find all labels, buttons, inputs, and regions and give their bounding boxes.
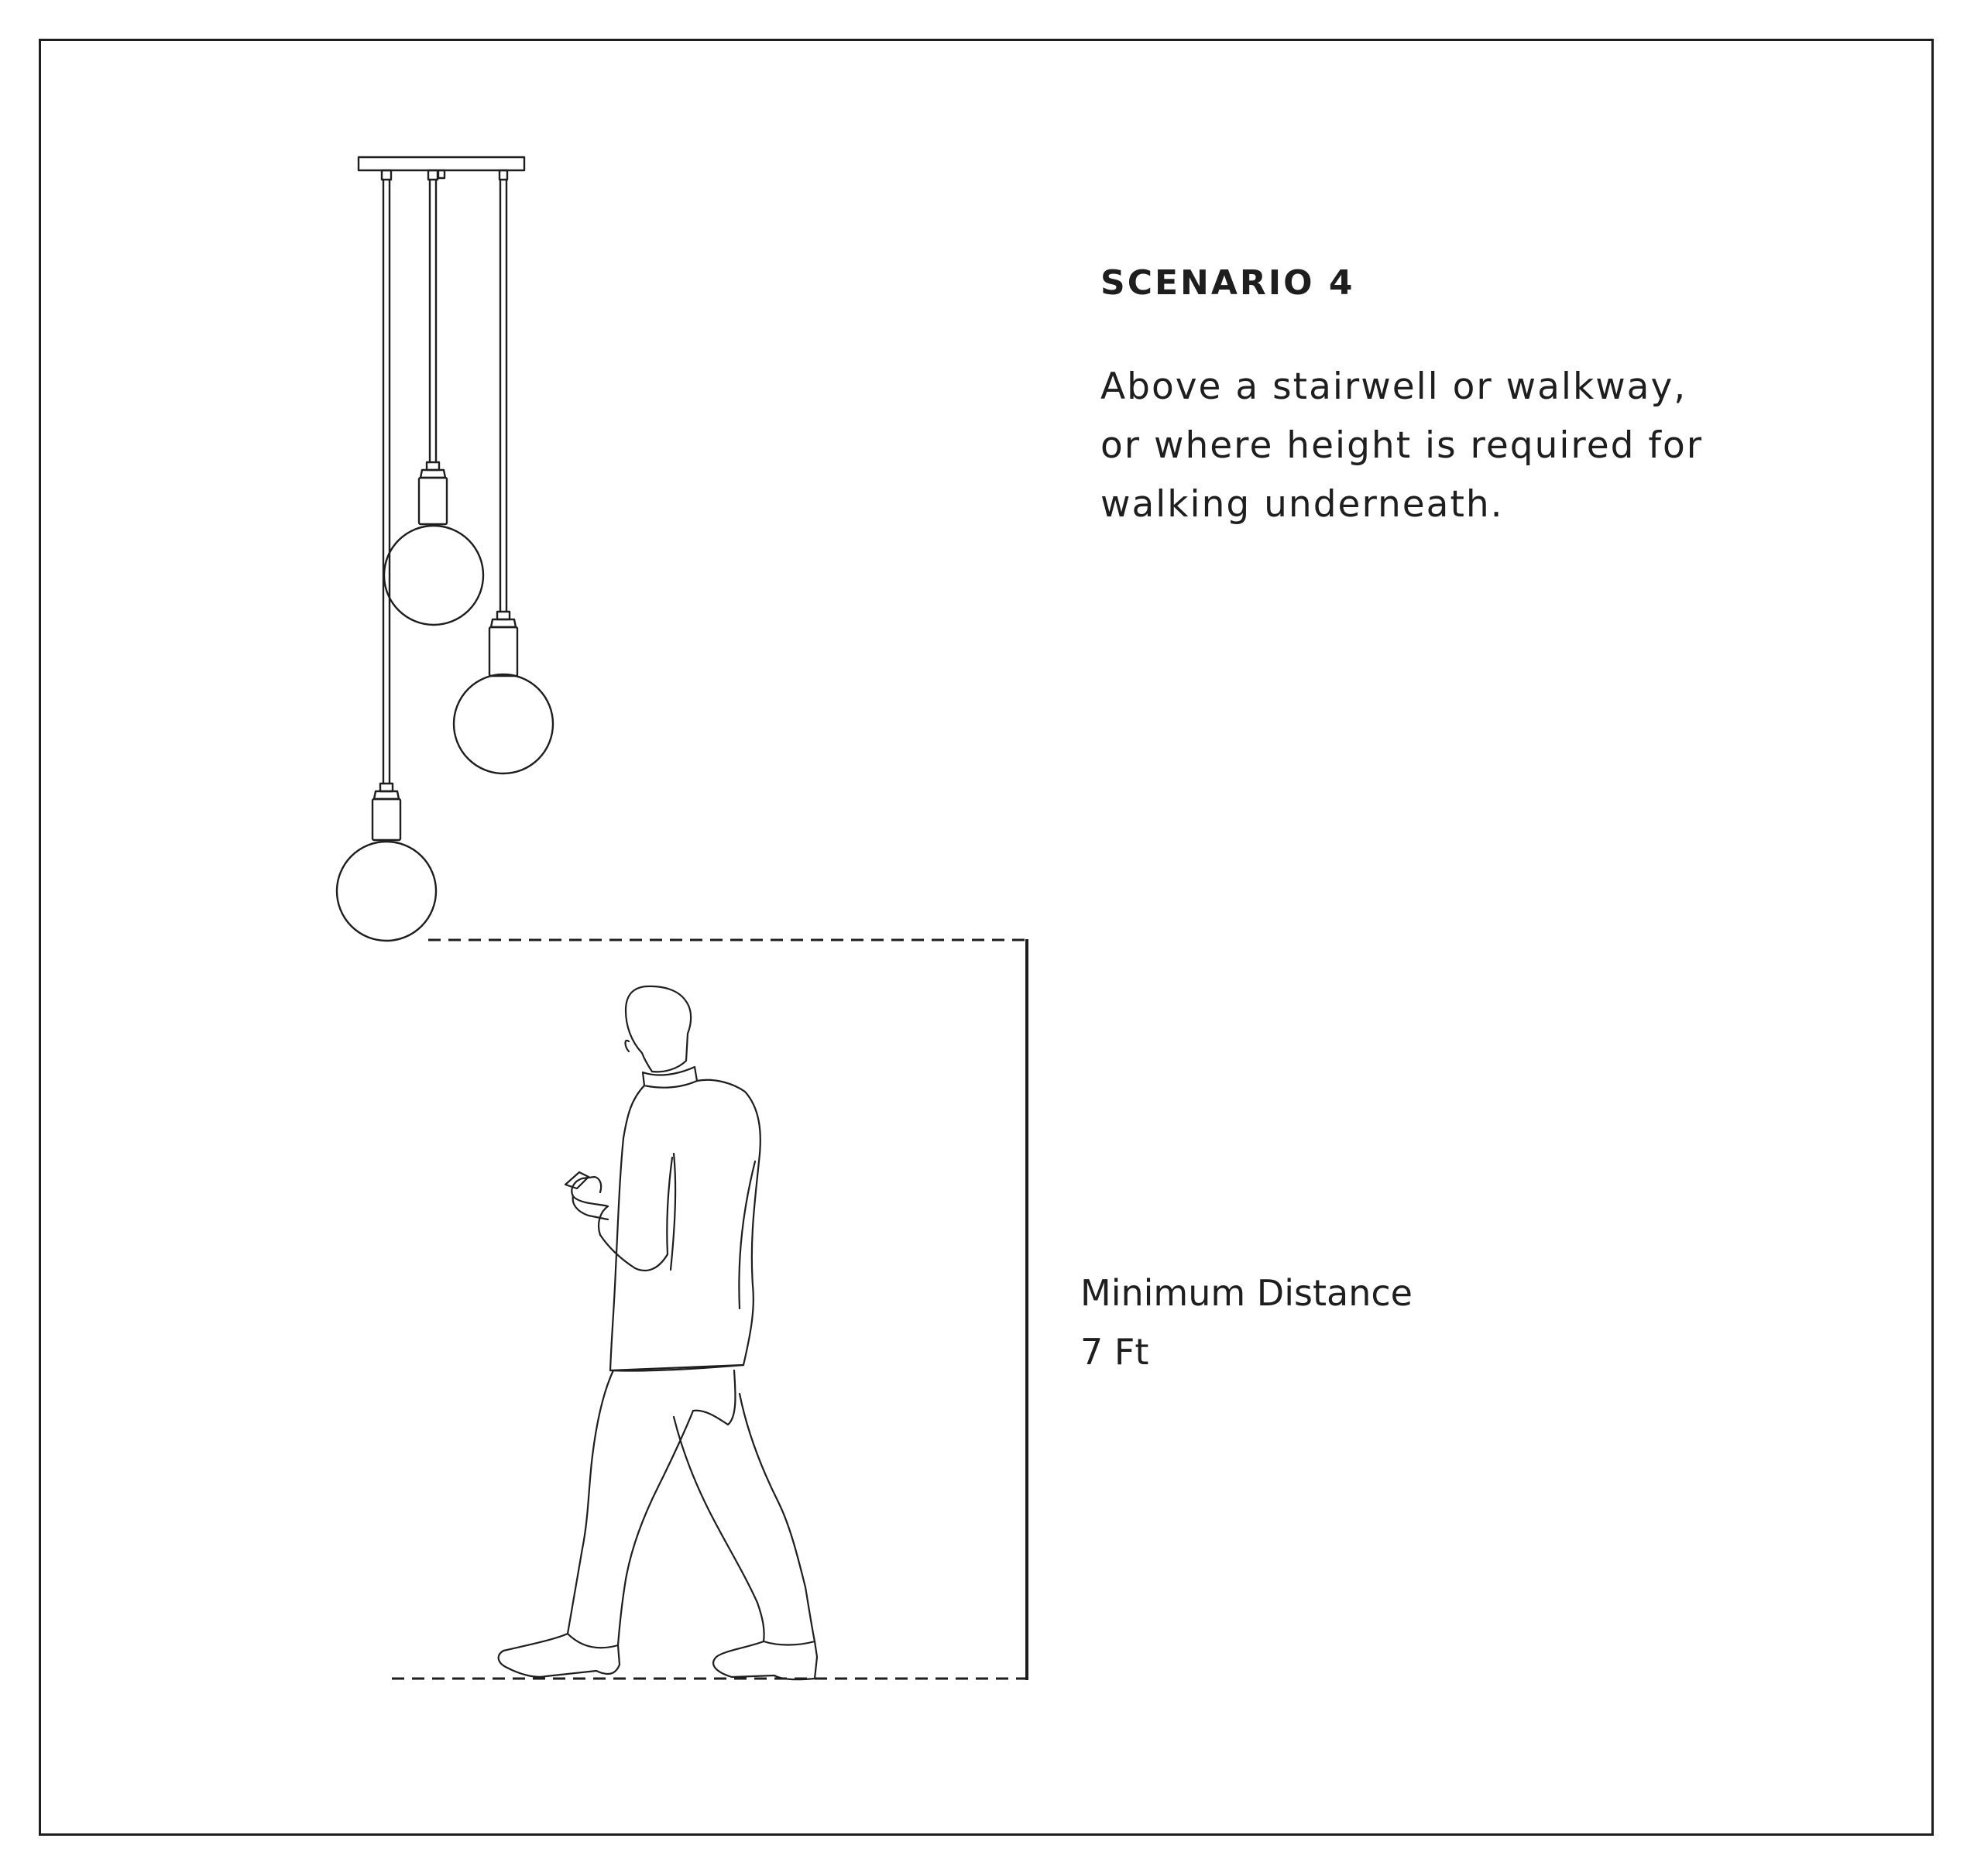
dimension-lines — [392, 938, 1028, 1680]
pendant-cords — [382, 178, 508, 785]
scenario-description: Above a stairwell or walkway, or where h… — [1100, 358, 1703, 534]
walking-person-figure — [497, 985, 819, 1681]
pendant-light-right — [452, 610, 554, 775]
description-line: or where height is required for — [1100, 424, 1704, 467]
diagram-frame — [39, 39, 1934, 1836]
pendant-light-lower — [335, 782, 438, 942]
description-line: walking underneath. — [1100, 483, 1504, 526]
scenario-title: SCENARIO 4 — [1100, 263, 1355, 303]
pendant-light-upper — [383, 461, 485, 626]
distance-label: Minimum Distance — [1080, 1272, 1413, 1314]
minimum-distance-label: Minimum Distance 7 Ft — [1080, 1264, 1413, 1381]
ceiling-canopy — [357, 156, 526, 181]
description-line: Above a stairwell or walkway, — [1100, 365, 1687, 408]
distance-value: 7 Ft — [1080, 1331, 1149, 1373]
